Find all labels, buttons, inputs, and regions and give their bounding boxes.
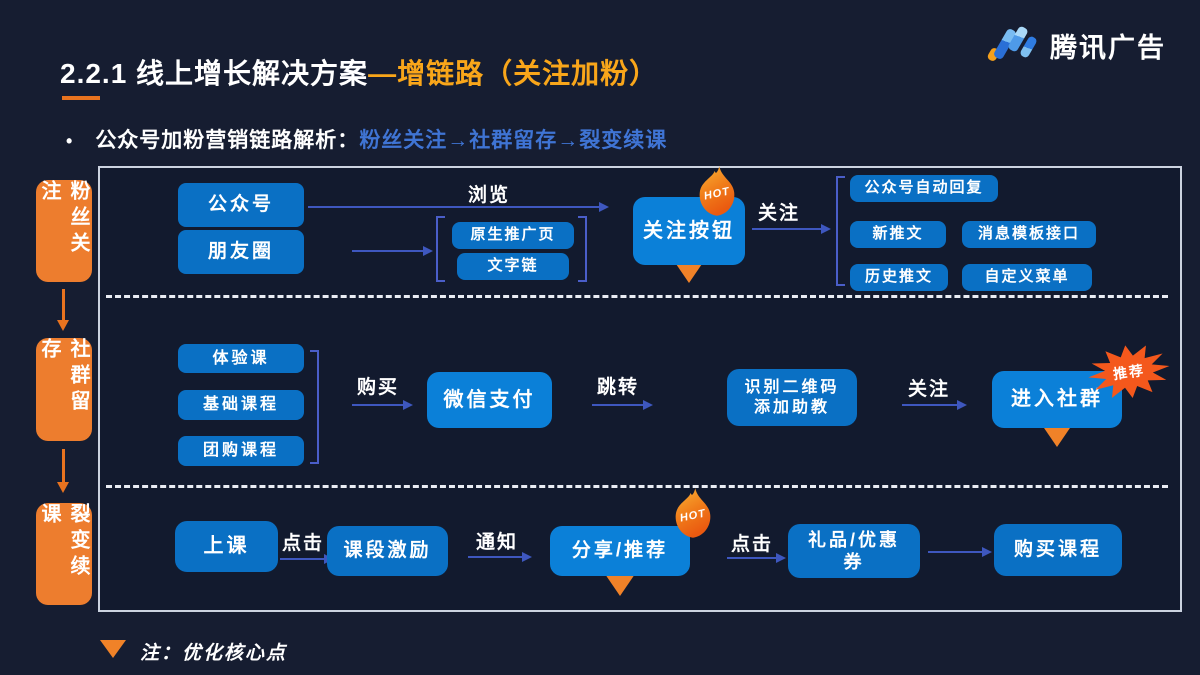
dashed-separator [106,485,1168,488]
note-triangle-icon [100,640,126,658]
node-buy-course: 购买课程 [994,524,1122,576]
node-share-recommend: 分享/推荐 [550,526,690,576]
node-join-group: 进入社群 [992,371,1122,428]
arrow-browse-icon [308,201,609,212]
arrow-label-click2: 点击 [731,534,774,555]
arrow-plain-icon [928,546,992,557]
arrow-label-notify: 通知 [476,532,519,553]
tencent-ads-logo-icon [986,24,1042,66]
arrow-buy-icon [352,399,413,410]
arrow-label-follow2: 关注 [908,379,951,400]
arrow-label-follow: 关注 [758,203,801,224]
node-trial-course: 体验课 [178,344,304,373]
page-title: 2.2.1 线上增长解决方案—增链路（关注加粉） [60,52,658,92]
subtitle: • 公众号加粉营销链路解析：粉丝关注→社群留存→裂变续课 [66,124,667,154]
arrow-moments-icon [352,245,433,256]
subtitle-chain: 粉丝关注→社群留存→裂变续课 [359,129,668,152]
subtitle-label: 公众号加粉营销链路解析： [95,129,360,152]
node-scan-qr-add-assistant: 识别二维码 添加助教 [727,369,857,426]
node-auto-reply: 公众号自动回复 [850,175,998,202]
hot-flame-icon: HOT [694,164,740,218]
tencent-ads-logo: 腾讯广告 [986,22,1200,68]
arrow-click1-icon [280,553,334,564]
bracket-left-icon [836,176,845,286]
core-point-marker-icon [674,261,704,283]
rail-stage-fission-renewal: 裂变续课 [36,503,92,605]
node-basic-course: 基础课程 [178,390,304,420]
node-new-post: 新推文 [850,221,946,248]
rail-arrow-down-icon [57,449,69,493]
arrow-follow2-icon [902,399,967,410]
rail-stage-community-retention: 社群留存 [36,338,92,441]
arrow-click2-icon [727,552,786,563]
arrow-label-jump: 跳转 [597,377,640,398]
node-official-account: 公众号 [178,183,304,227]
note-text: 注：优化核心点 [140,643,288,664]
node-attend-class: 上课 [175,521,278,572]
node-template-api: 消息模板接口 [962,221,1096,248]
logo-text: 腾讯广告 [1050,33,1166,63]
core-point-marker-icon [605,574,635,596]
rail-stage-fans-follow: 粉丝关注 [36,180,92,282]
node-moments: 朋友圈 [178,230,304,274]
arrow-label-buy: 购买 [357,377,400,398]
node-history-post: 历史推文 [850,264,948,291]
bracket-left-icon [436,216,445,282]
arrow-label-browse: 浏览 [468,185,511,206]
rail-arrow-down-icon [57,289,69,331]
node-gift-coupon: 礼品/优惠 券 [788,524,920,578]
hot-flame-icon: HOT [670,486,716,540]
node-group-course: 团购课程 [178,436,304,466]
arrow-follow-icon [752,223,831,234]
arrow-jump-icon [592,399,653,410]
node-segment-incentive: 课段激励 [327,526,448,576]
recommend-burst-icon: 推荐 [1082,337,1175,406]
node-wechat-pay: 微信支付 [427,372,552,428]
bracket-right-icon [578,216,587,282]
node-text-link: 文字链 [457,253,569,280]
arrow-label-click1: 点击 [282,533,325,554]
bullet-icon: • [66,131,74,151]
title-highlight: —增链路（关注加粉） [368,58,659,89]
node-custom-menu: 自定义菜单 [962,264,1092,291]
title-main: 2.2.1 线上增长解决方案 [60,58,369,89]
dashed-separator [106,295,1168,298]
arrow-notify-icon [468,551,532,562]
node-native-page: 原生推广页 [452,222,574,249]
title-underline [62,96,100,100]
bracket-right-icon [310,350,319,464]
core-point-marker-icon [1042,425,1072,447]
